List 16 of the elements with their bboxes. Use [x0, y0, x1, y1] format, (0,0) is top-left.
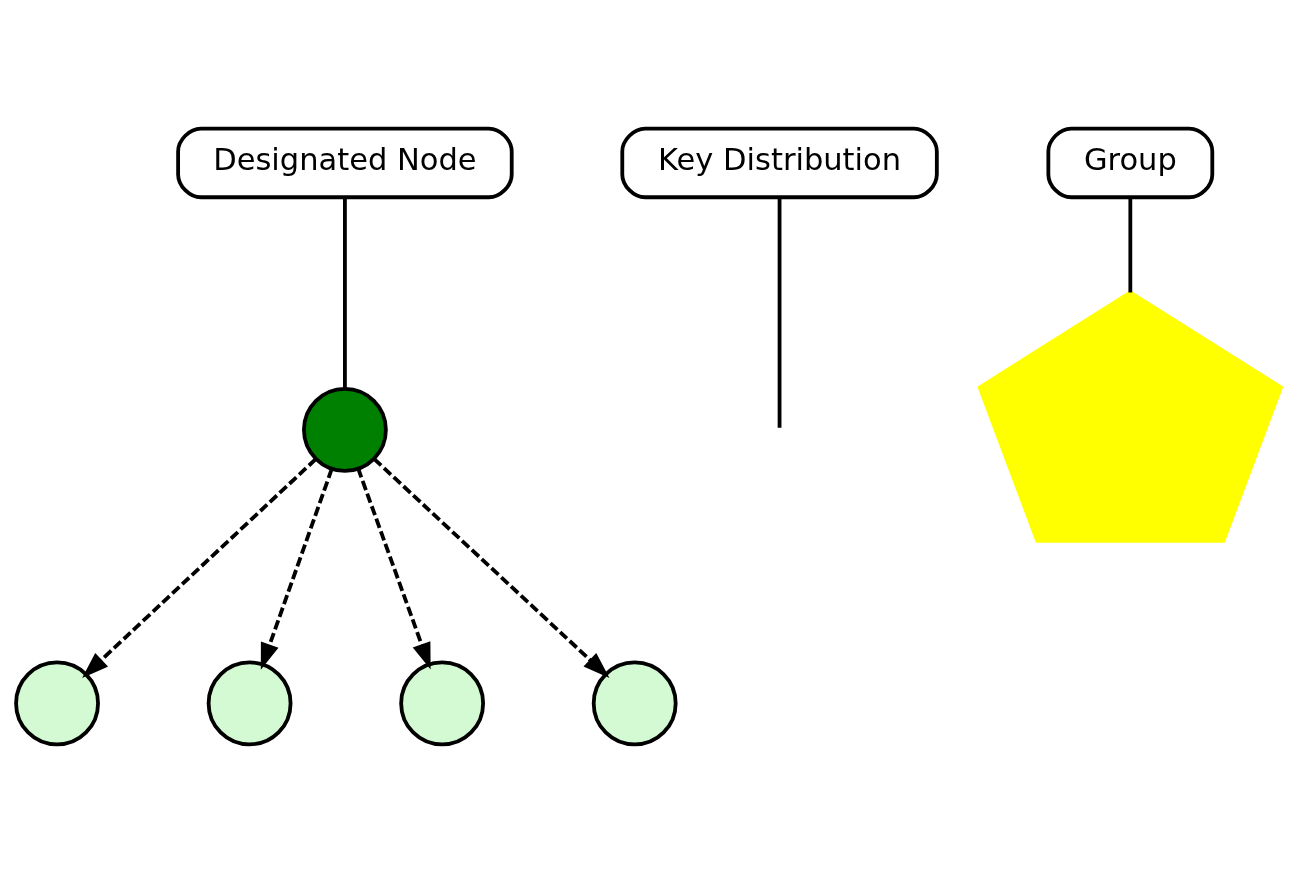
node-circle: [399, 660, 486, 746]
node-box: Designated Node: [176, 126, 514, 199]
arrow: [260, 468, 334, 670]
connector: [343, 197, 347, 389]
connector: [777, 197, 782, 428]
node-circle: [302, 386, 388, 473]
node-box: Key Distribution: [620, 126, 939, 199]
arrow: [356, 467, 431, 670]
node-circle: [206, 660, 293, 746]
connector: [1128, 197, 1133, 292]
node-circle: [14, 660, 100, 746]
node-pentagon: [977, 289, 1284, 543]
node-circle: [591, 660, 678, 746]
arrow: [373, 457, 610, 678]
arrow: [82, 457, 318, 678]
node-box: Group: [1046, 126, 1215, 199]
